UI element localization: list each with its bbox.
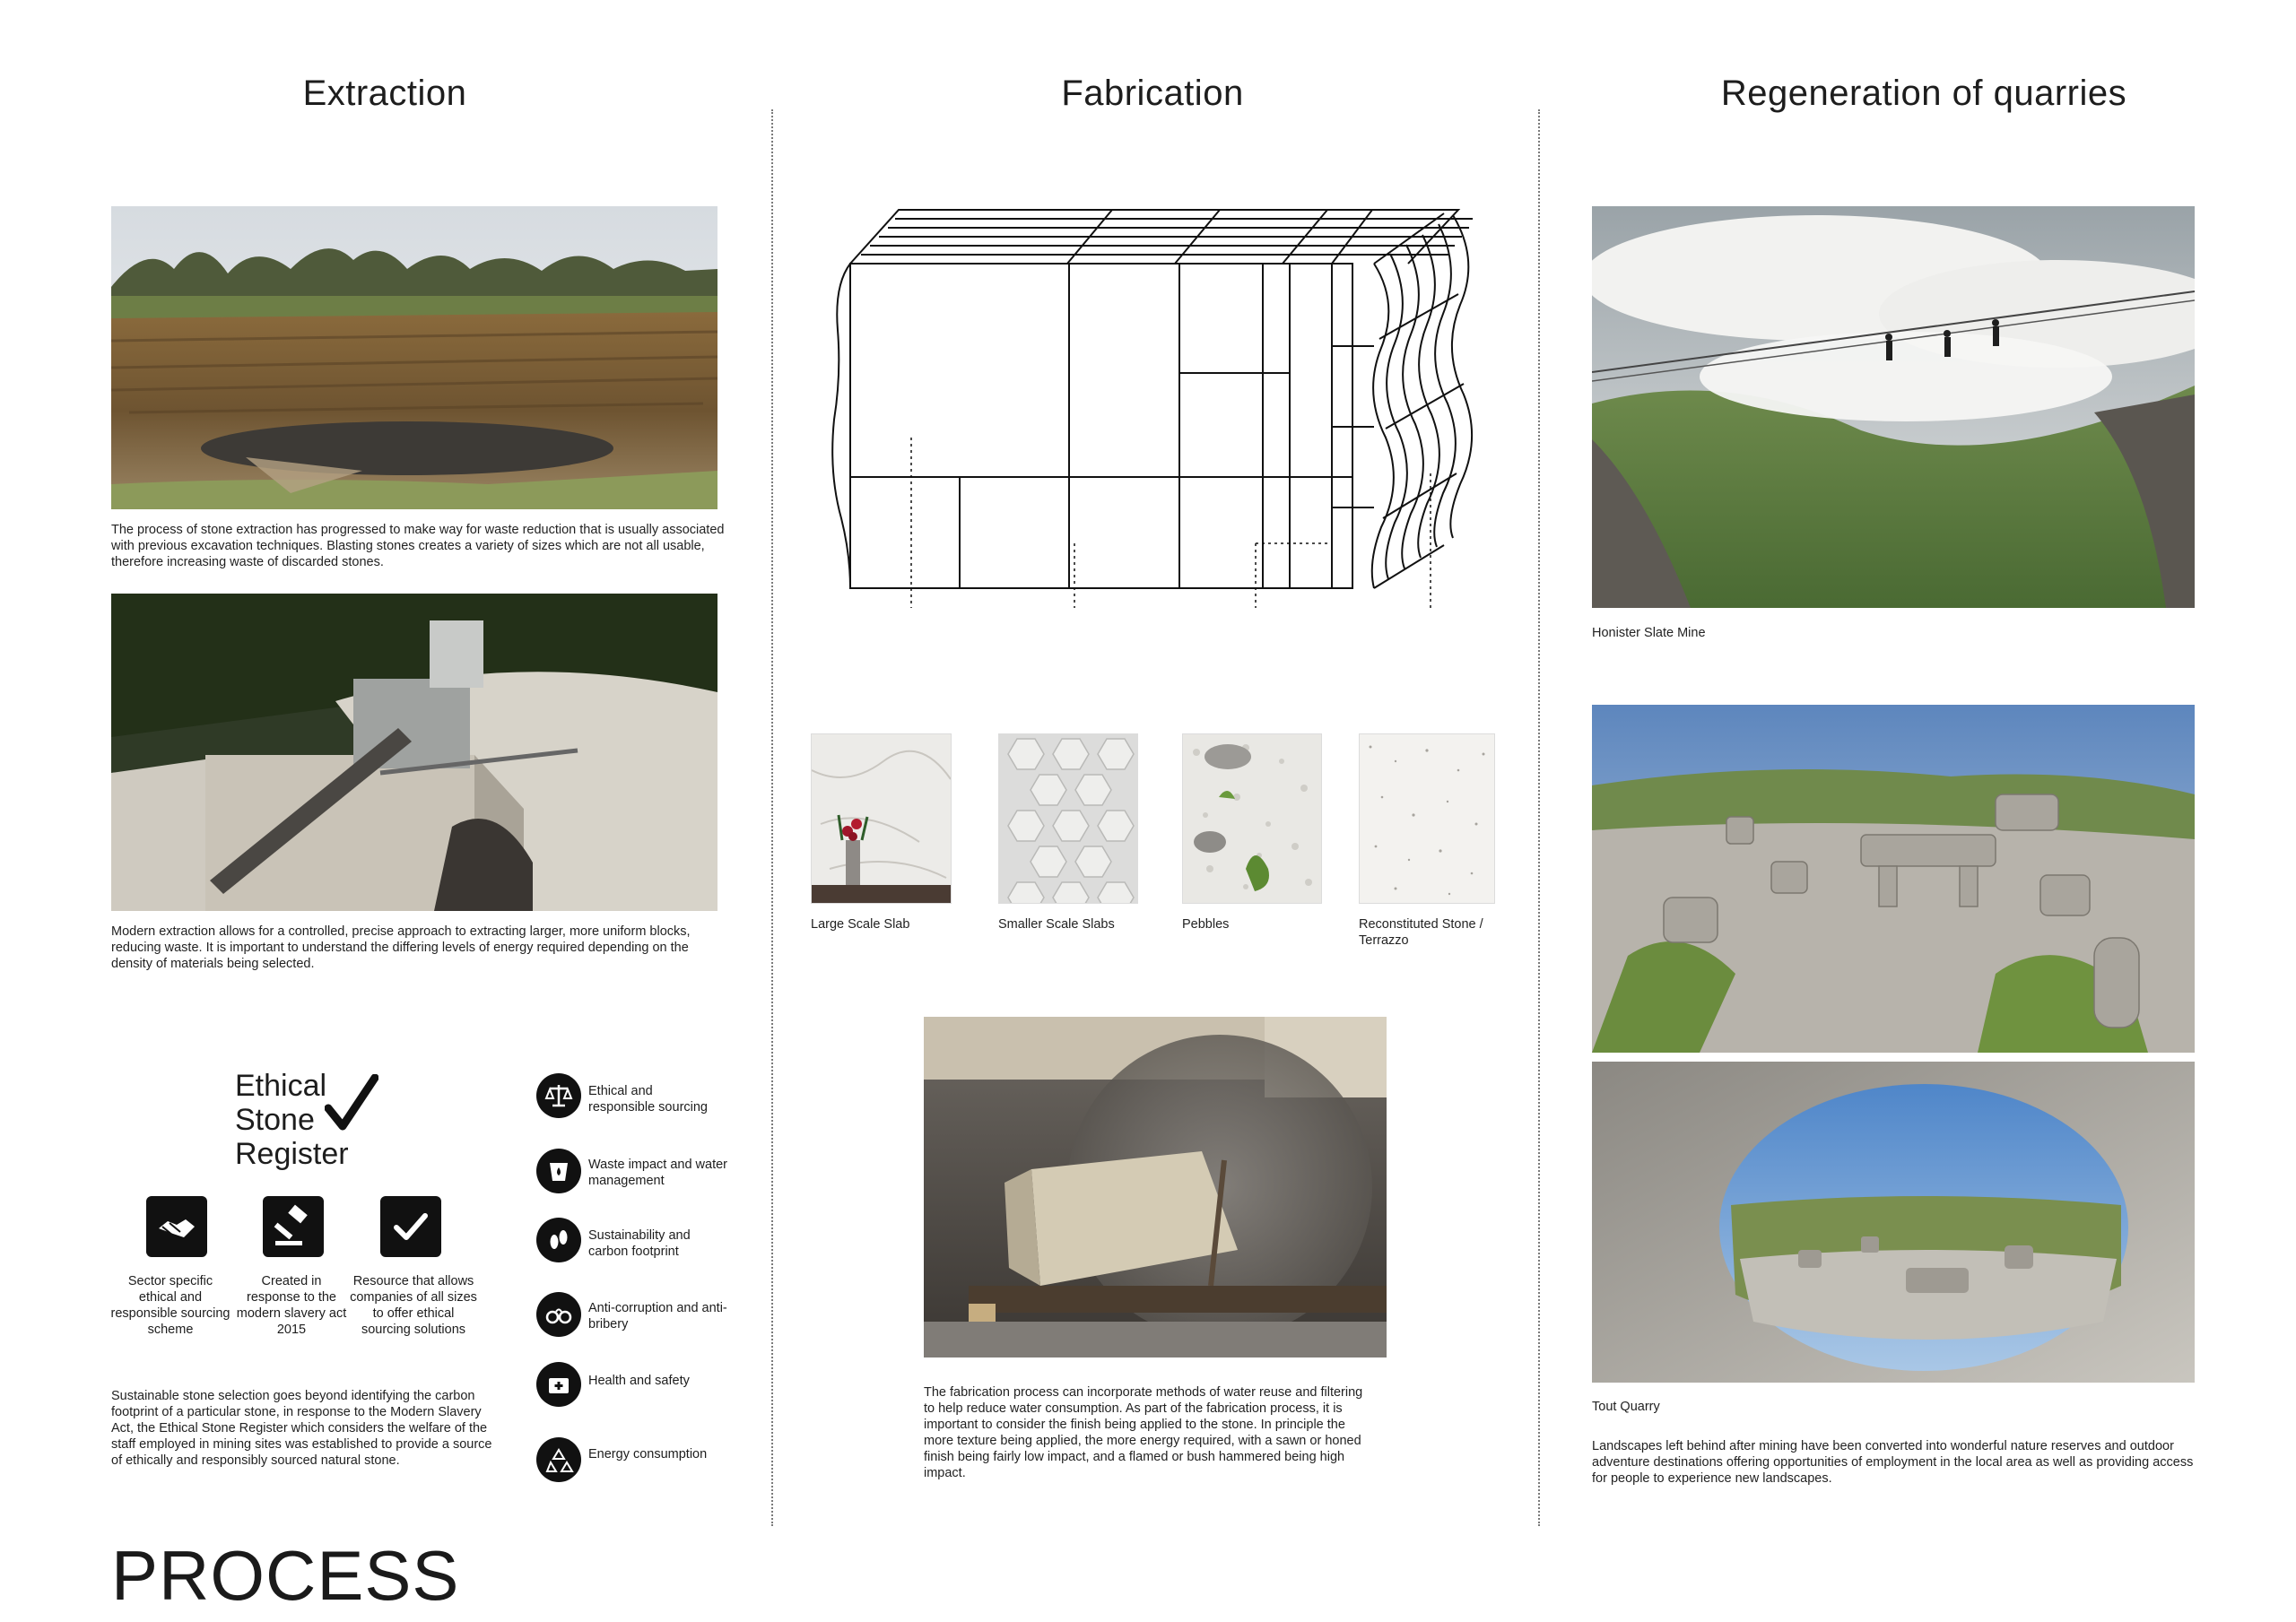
gavel-icon: [263, 1196, 324, 1257]
esr-pillar-text: Sector specific ethical and responsible …: [110, 1274, 230, 1337]
esr-title-line: Register: [235, 1137, 349, 1171]
water-bucket-icon: [536, 1149, 581, 1193]
criteria-label: Ethical and responsible sourcing: [588, 1084, 708, 1115]
honister-caption: Honister Slate Mine: [1592, 626, 1706, 640]
first-aid-icon: [536, 1362, 581, 1407]
column-divider: [1538, 109, 1540, 1526]
criteria-label: Waste impact and water management: [588, 1158, 727, 1188]
fabrication-description: The fabrication process can incorporate …: [924, 1385, 1363, 1480]
sample-label: Smaller Scale Slabs: [998, 917, 1115, 932]
regeneration-title: Regeneration of quarries: [1720, 74, 2127, 113]
pebbles-sample: [1182, 733, 1322, 904]
tout-quarry-caption: Tout Quarry: [1592, 1400, 1660, 1414]
column-divider: [771, 109, 773, 1526]
regeneration-description: Landscapes left behind after mining have…: [1592, 1439, 2194, 1486]
tout-quarry-arch-photo: [1592, 1062, 2195, 1383]
footprint-icon: [536, 1218, 581, 1262]
esr-title-line: Stone: [235, 1103, 315, 1137]
handcuffs-icon: [536, 1292, 581, 1337]
fabrication-title: Fabrication: [1061, 74, 1244, 113]
extraction-description-2: Modern extraction allows for a controlle…: [111, 924, 691, 971]
esr-pillar-text: Resource that allows companies of all si…: [350, 1274, 477, 1337]
hexagon-tile-sample: [998, 733, 1138, 904]
wire-saw-photo: [111, 594, 718, 911]
sample-label: Pebbles: [1182, 917, 1230, 932]
esr-summary: Sustainable stone selection goes beyond …: [111, 1389, 492, 1468]
criteria-label: Anti-corruption and anti-bribery: [588, 1301, 727, 1331]
tout-quarry-sculptures-photo: [1592, 705, 2195, 1053]
esr-pillar-text: Created in response to the modern slaver…: [236, 1274, 347, 1337]
esr-title-line: Ethical: [235, 1069, 327, 1103]
criteria-label: Health and safety: [588, 1374, 690, 1388]
esr-logo-text: Ethical Stone Register: [235, 1069, 349, 1171]
extraction-description-1: The process of stone extraction has prog…: [111, 523, 725, 569]
criteria-label: Sustainability and carbon footprint: [588, 1228, 691, 1259]
scales-icon: [536, 1073, 581, 1118]
check-logo-icon: [324, 1073, 379, 1133]
stone-block-diagram: [825, 204, 1489, 732]
honister-slate-mine-photo: [1592, 206, 2195, 608]
criteria-label: Energy consumption: [588, 1447, 708, 1462]
large-slab-sample: [811, 733, 952, 904]
quarry-pit-photo: [111, 206, 718, 509]
extraction-title: Extraction: [302, 74, 467, 113]
recycle-icon: [536, 1437, 581, 1482]
sample-label: Large Scale Slab: [811, 917, 910, 932]
page-heading: PROCESS: [111, 1536, 460, 1615]
sample-label: Reconstituted Stone / Terrazzo: [1359, 917, 1483, 948]
terrazzo-sample: [1359, 733, 1495, 904]
stone-cutting-saw-photo: [924, 1017, 1387, 1357]
handshake-icon: [146, 1196, 207, 1257]
checkmark-icon: [380, 1196, 441, 1257]
